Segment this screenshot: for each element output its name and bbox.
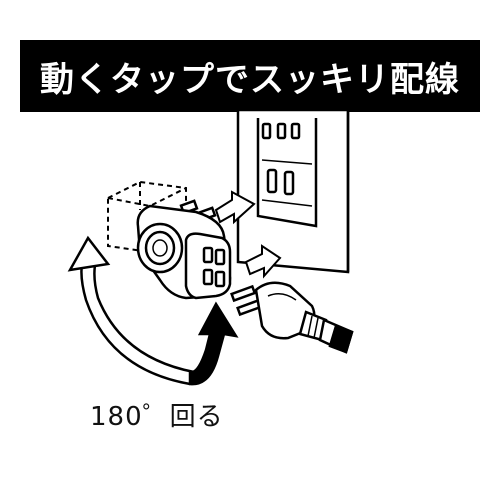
title-banner: 動くタップでスッキリ配線 [20, 40, 480, 112]
power-plug-icon [230, 281, 354, 354]
rotation-arrow-icon [67, 235, 239, 386]
swivel-tap-icon [136, 199, 232, 300]
insert-arrow-icon-lower [244, 244, 282, 279]
banner-title: 動くタップでスッキリ配線 [40, 59, 460, 100]
insert-arrow-icon [214, 190, 256, 225]
wall-outlet-icon [236, 108, 350, 274]
rotation-caption: 180゜回る [90, 402, 224, 432]
